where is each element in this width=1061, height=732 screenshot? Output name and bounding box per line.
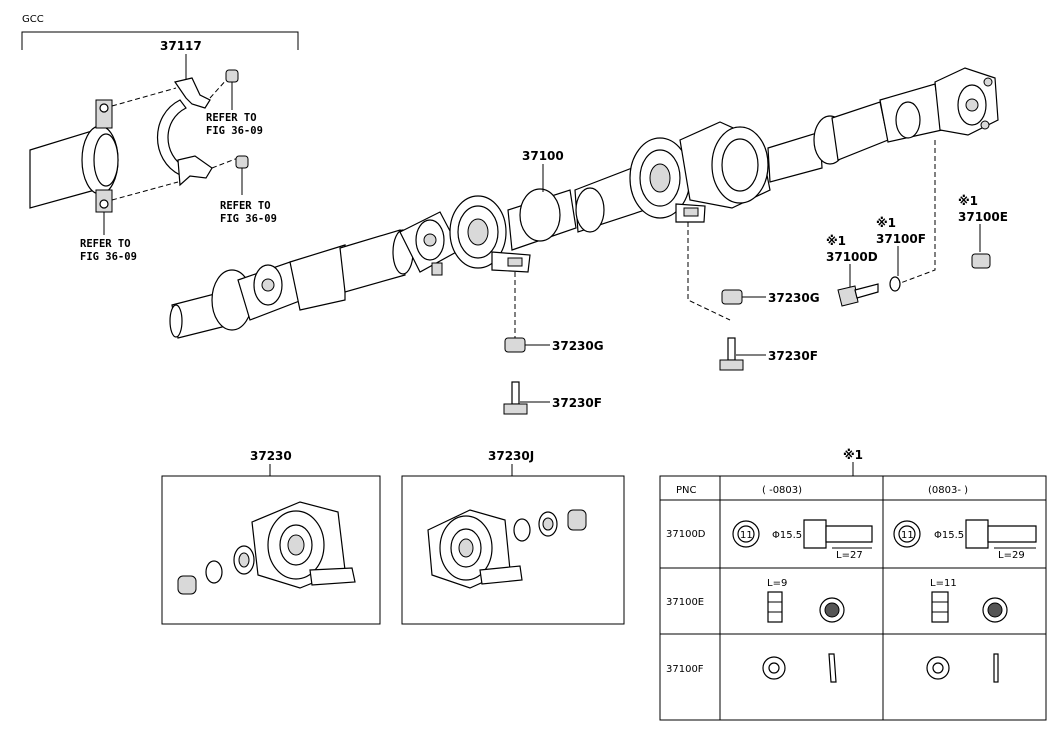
washer-37100F[interactable] [889,276,901,292]
callout-37100F[interactable]: 37100F [876,232,926,246]
constant-velocity-joint[interactable] [679,121,771,209]
spec-row-len-old: L=27 [836,550,863,561]
propeller-shaft-middle-tube[interactable] [507,164,646,251]
spec-row-nut-len-old: L=9 [767,578,787,589]
engine-code-label: GCC [22,14,44,25]
spec-row-pnc: 37100E [666,597,704,608]
spec-row-dia-new: Φ15.5 [934,530,964,541]
propeller-shaft-rear-tube[interactable] [767,83,943,183]
refer-2-line1[interactable]: REFER TO [220,200,271,212]
callout-37230G-front[interactable]: 37230G [552,339,604,353]
nut-37230G-front[interactable] [504,337,526,353]
refer-3-line2[interactable]: FIG 36-09 [80,251,137,263]
nut-37100E[interactable] [971,253,991,269]
left-shaft-tube[interactable] [29,99,119,213]
spec-header-col1: ( -0803) [762,485,802,496]
callout-37100F-mark: ※1 [876,216,896,230]
bearing-assembly-37230J[interactable] [427,509,587,589]
callout-37100[interactable]: 37100 [522,149,564,163]
bolt-37230F-rear[interactable] [719,337,744,371]
center-bearing-front[interactable] [449,195,531,273]
nut-37100E-front-view-new [982,597,1008,623]
refer-2-line2[interactable]: FIG 36-09 [220,213,277,225]
washer-37100F-side-view-new [993,653,999,683]
spec-table-mark: ※1 [843,448,863,462]
callout-37100E-mark: ※1 [958,194,978,208]
dash-rear-bearing-drop [687,222,731,321]
callout-37230F-rear[interactable]: 37230F [768,349,818,363]
center-bearing-rear[interactable] [629,137,706,223]
washer-37100F-front-view-new [926,656,950,680]
gcc-group-bracket [21,31,299,50]
bolt-37100D-side-view-new [965,519,1037,549]
spec-table [659,475,1047,721]
dash-upper-bolt [111,87,177,107]
refer-1-line2[interactable]: FIG 36-09 [206,125,263,137]
callout-37117[interactable]: 37117 [160,39,202,53]
washer-37100F-front-view-old [762,656,786,680]
washer-37100F-side-view-old [828,653,837,683]
nut-37230G-rear[interactable] [721,289,743,305]
spec-row-dia-old: Φ15.5 [772,530,802,541]
nut-37100E-side-view-new [931,591,949,623]
rear-flange-yoke[interactable] [934,67,999,136]
nut-lower-refer[interactable] [235,155,249,169]
callout-37100E[interactable]: 37100E [958,210,1008,224]
bolt-37100D-head-view-new [893,520,921,548]
spec-row-nut-len-new: L=11 [930,578,957,589]
bolt-37230F-front[interactable] [503,381,528,415]
nut-upper-refer[interactable] [225,69,239,83]
clamp-bracket-37117[interactable] [157,77,213,187]
callout-37100D[interactable]: 37100D [826,250,878,264]
inset-37230-label[interactable]: 37230 [250,449,292,463]
dash-upper-nut [209,77,229,99]
spec-header-col2: (0803- ) [928,485,968,496]
callout-37230G-rear[interactable]: 37230G [768,291,820,305]
spec-row-len-new: L=29 [998,550,1025,561]
spec-row-mark-new: 11 [901,530,914,541]
spec-row-mark-old: 11 [740,530,753,541]
bearing-assembly-37230[interactable] [177,501,356,595]
propeller-shaft-front-section[interactable] [169,211,461,339]
bolt-37100D-side-view-old [803,519,873,549]
bolt-37100D[interactable] [837,283,879,307]
callout-37230F-front[interactable]: 37230F [552,396,602,410]
nut-37100E-side-view-old [767,591,783,623]
dash-lower-nut [211,157,239,169]
bolt-37100D-head-view-old [732,520,760,548]
spec-row-pnc: 37100D [666,529,706,540]
nut-37100E-front-view-old [819,597,845,623]
spec-row-pnc: 37100F [666,664,704,675]
refer-1-line1[interactable]: REFER TO [206,112,257,124]
spec-header-pnc: PNC [676,485,697,496]
dash-lower-bolt [111,181,179,201]
inset-37230J-label[interactable]: 37230J [488,449,534,463]
refer-3-line1[interactable]: REFER TO [80,238,131,250]
dash-rear-washer-drop [894,140,936,286]
callout-37100D-mark: ※1 [826,234,846,248]
